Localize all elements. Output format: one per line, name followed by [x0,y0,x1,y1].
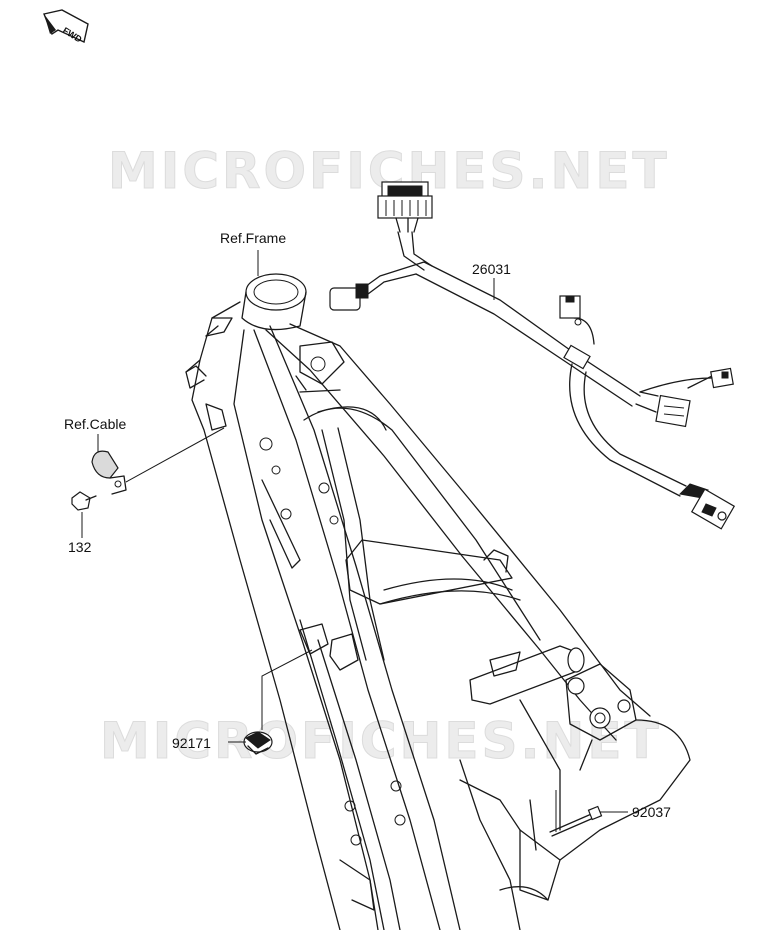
band-92037 [549,805,603,837]
part-number-92037: 92037 [632,804,671,820]
leader-92037 [555,790,628,832]
leader-92171 [228,649,313,743]
cable-clamp [91,450,127,495]
clamp-92171 [243,731,273,755]
ref-cable-label: Ref.Cable [64,416,126,432]
wiring-harness-26031 [329,181,736,530]
bolt-132 [71,491,97,511]
part-number-26031: 26031 [472,261,511,277]
ref-frame-label: Ref.Frame [220,230,286,246]
frame-drawing [185,273,691,930]
watermark-top: MICROFICHES.NET [108,142,670,200]
fwd-arrow-icon: FWD [43,9,89,45]
leader-clamp-to-frame [125,427,225,483]
watermark-bottom: MICROFICHES.NET [100,712,662,770]
part-number-92171: 92171 [172,735,211,751]
part-number-132: 132 [68,539,92,555]
